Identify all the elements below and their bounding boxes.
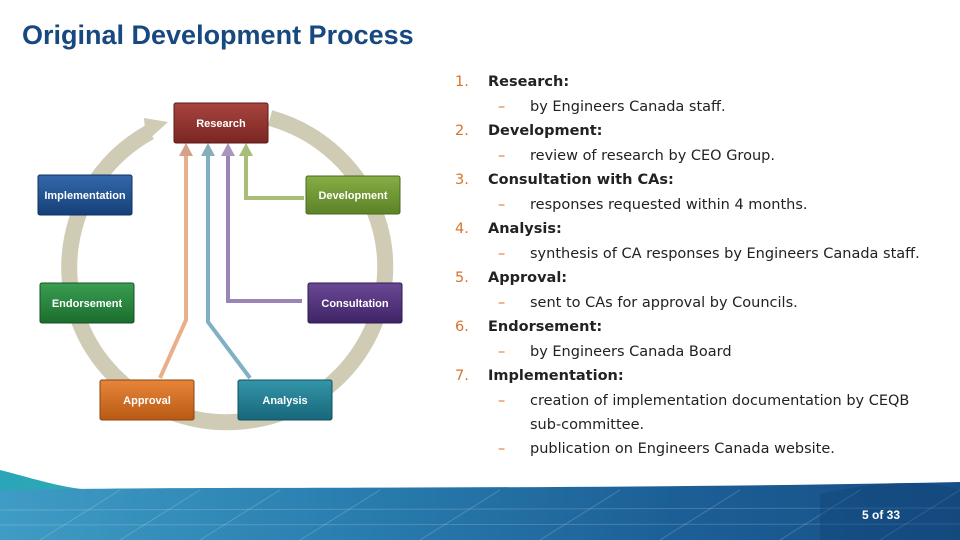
step-title: Consultation with CAs: — [488, 172, 674, 188]
dash-bullet: – — [498, 147, 506, 164]
dash-bullet: – — [498, 294, 506, 311]
node-implementation-label: Implementation — [44, 190, 126, 202]
step-number: 5. — [455, 270, 469, 286]
dash-bullet: – — [498, 98, 506, 115]
step-number: 3. — [455, 172, 469, 188]
node-development-label: Development — [318, 190, 387, 202]
node-development: Development — [305, 175, 401, 215]
slide-title: Original Development Process — [22, 20, 414, 50]
step-detail: responses requested within 4 months. — [530, 196, 808, 213]
step-title: Approval: — [488, 270, 568, 286]
step-approval: 5. Approval: – sent to CAs for approval by… — [455, 266, 945, 315]
feedback-arrows — [158, 143, 304, 380]
dash-bullet: – — [498, 343, 506, 360]
node-approval: Approval — [99, 379, 195, 421]
node-research-label: Research — [196, 118, 246, 130]
step-title: Implementation: — [488, 368, 624, 384]
step-detail: publication on Engineers Canada website. — [530, 440, 835, 457]
dash-bullet: – — [498, 392, 506, 409]
step-implementation: 7. Implementation: – creation of implement… — [455, 364, 945, 461]
step-detail: review of research by CEO Group. — [530, 147, 775, 164]
step-detail: by Engineers Canada staff. — [530, 98, 726, 115]
process-steps-list: 1.Research: –by Engineers Canada staff. … — [455, 70, 945, 461]
step-number: 7. — [455, 368, 469, 384]
step-number: 4. — [455, 221, 469, 237]
node-consultation-label: Consultation — [321, 298, 388, 310]
step-detail: creation of implementation documentation… — [530, 392, 910, 433]
step-number: 2. — [455, 123, 469, 139]
step-development: 2. Development: – review of research by CE… — [455, 119, 945, 168]
node-analysis-label: Analysis — [262, 395, 307, 407]
step-detail: synthesis of CA responses by Engineers C… — [530, 245, 920, 262]
footer-banner — [0, 470, 960, 540]
dash-bullet: – — [498, 245, 506, 262]
node-implementation: Implementation — [37, 174, 133, 216]
node-analysis: Analysis — [237, 379, 333, 421]
step-title: Research: — [488, 74, 570, 90]
step-title: Development: — [488, 123, 603, 139]
step-title: Analysis: — [488, 221, 562, 237]
dash-bullet: – — [498, 196, 506, 213]
node-research: Research — [173, 102, 269, 144]
step-consultation: 3. Consultation with CAs: – responses requ… — [455, 168, 945, 217]
process-cycle-diagram: Research Development Consultation Analys… — [37, 102, 403, 431]
step-detail: by Engineers Canada Board — [530, 343, 732, 360]
step-research: 1. Research: – by Engineers Canada staff. — [455, 70, 945, 119]
node-consultation: Consultation — [307, 282, 403, 324]
node-approval-label: Approval — [123, 395, 171, 407]
cycle-arrowhead — [144, 118, 168, 142]
step-analysis: 4. Analysis: – synthesis of CA responses b… — [455, 217, 945, 266]
step-number: 1. — [455, 74, 469, 90]
node-endorsement: Endorsement — [39, 282, 135, 324]
step-endorsement: 6. Endorsement: – by Engineers Canada Boar… — [455, 315, 945, 364]
dash-bullet: – — [498, 440, 506, 457]
step-title: Endorsement: — [488, 319, 603, 335]
step-detail: sent to CAs for approval by Councils. — [530, 294, 798, 311]
page-number: 5 of 33 — [862, 508, 901, 522]
step-number: 6. — [455, 319, 469, 335]
node-endorsement-label: Endorsement — [52, 298, 123, 310]
